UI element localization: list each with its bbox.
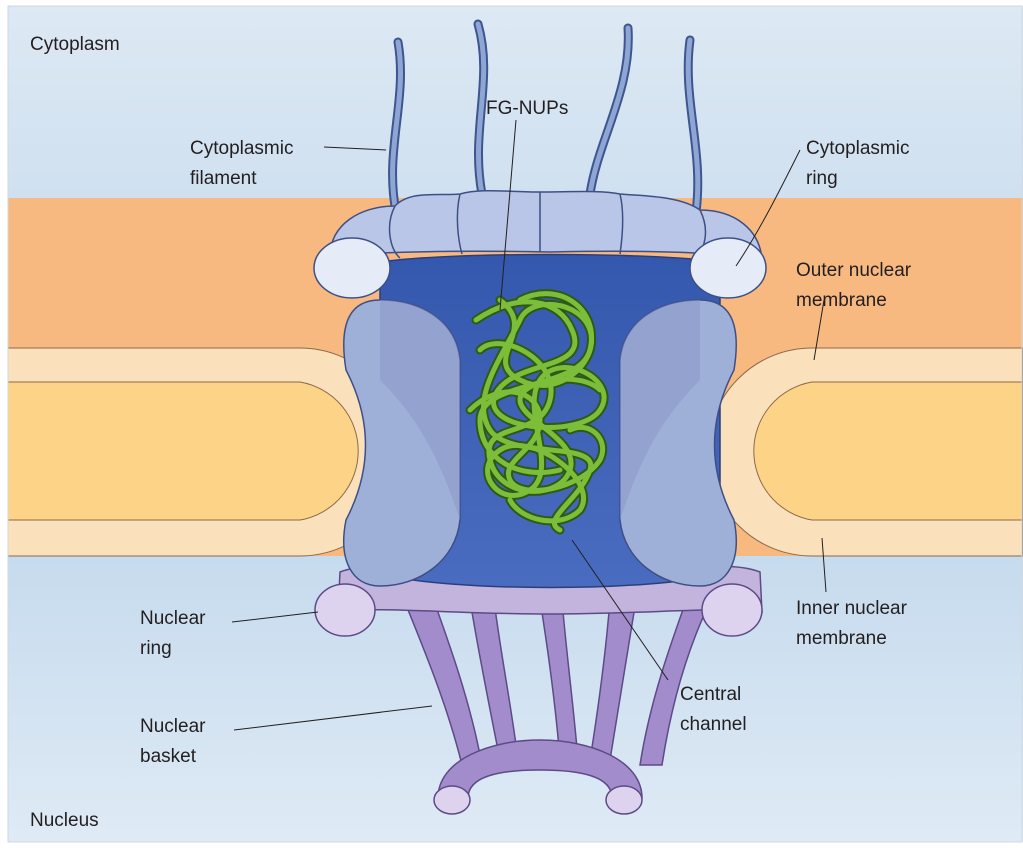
left-lumen	[8, 382, 358, 520]
nuclear-ring-left-node	[315, 584, 375, 636]
right-lumen	[754, 382, 1023, 520]
nuclear-basket-left-node	[434, 786, 470, 814]
fg-nups-label: FG-NUPs	[486, 98, 568, 119]
nuclear-basket-right-node	[606, 786, 642, 814]
cytoplasm-label: Cytoplasm	[30, 34, 120, 55]
cytoplasmic-ring-left-node	[314, 238, 390, 298]
cytoplasmic-ring-right-node	[690, 238, 766, 298]
nucleus-label: Nucleus	[30, 810, 99, 831]
nuclear-ring-right-node	[702, 584, 762, 636]
